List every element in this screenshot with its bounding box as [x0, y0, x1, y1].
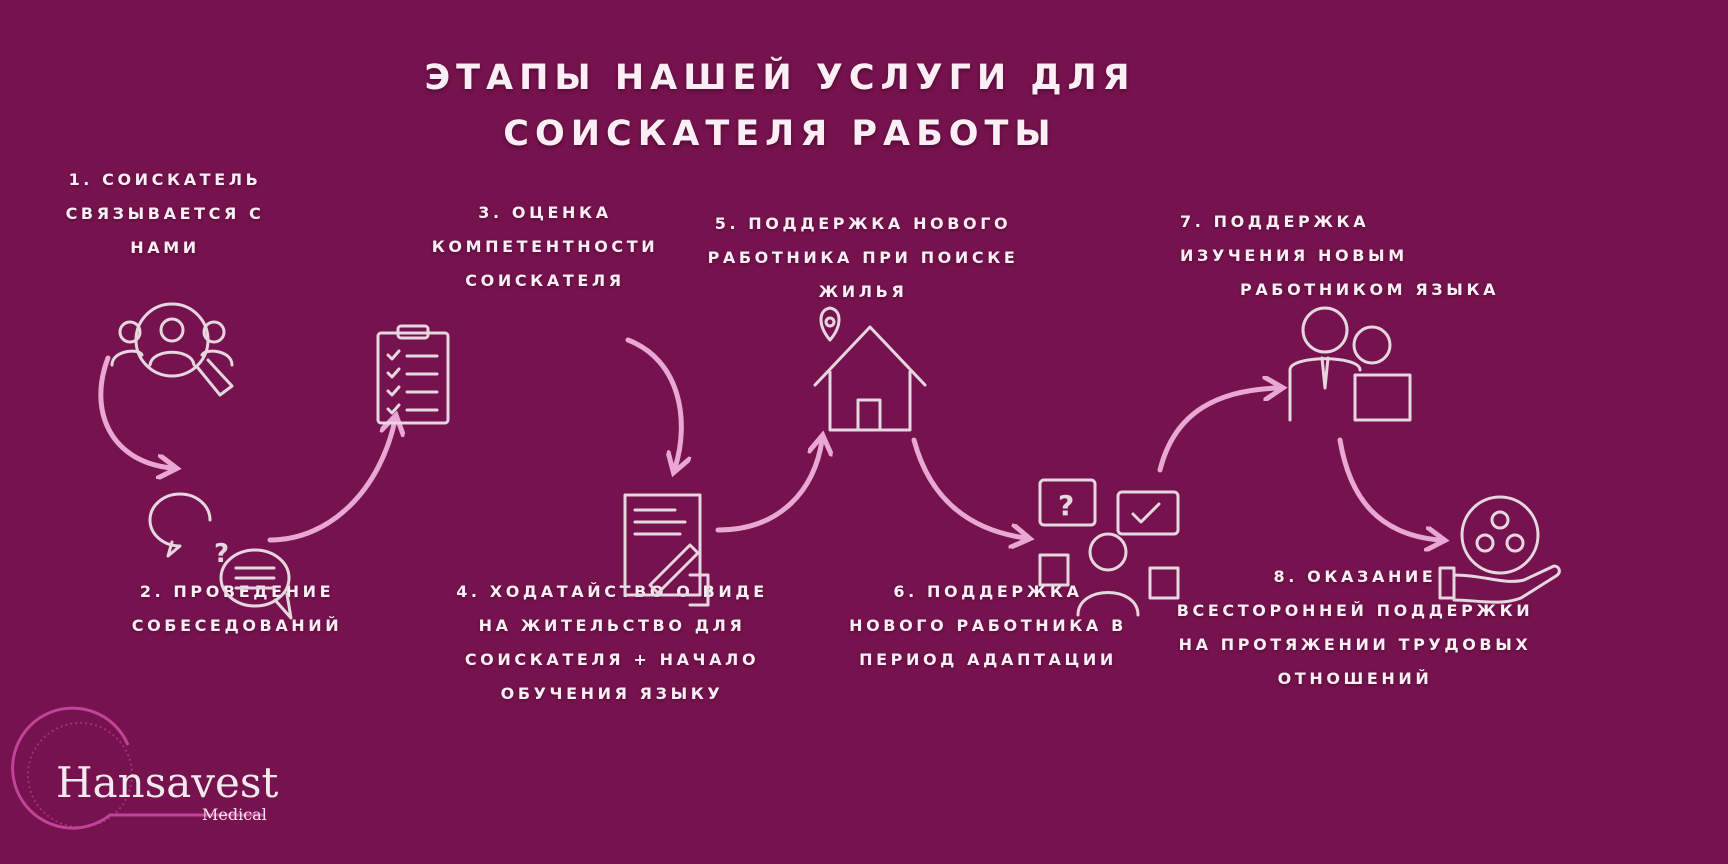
step-1-line: НАМИ — [130, 238, 200, 257]
house-location-icon — [813, 306, 927, 432]
logo-mark — [11, 706, 265, 830]
person-questions-icon: ? — [1038, 478, 1180, 617]
step-7-line: 7. ПОДДЕРЖКА — [1180, 212, 1370, 231]
step-2-line: СОБЕСЕДОВАНИЙ — [131, 616, 343, 635]
step-7-line: РАБОТНИКОМ ЯЗЫКА — [1240, 280, 1500, 299]
arrow-4-5 — [715, 440, 822, 533]
arrow-1-2 — [98, 355, 172, 468]
step-8-line: ОТНОШЕНИЙ — [1277, 669, 1433, 688]
step-1-label: 1. СОИСКАТЕЛЬ СВЯЗЫВАЕТСЯ С НАМИ — [66, 163, 265, 265]
arrow-2-3 — [267, 420, 395, 543]
step-7-line: ИЗУЧЕНИЯ НОВЫМ — [1180, 246, 1408, 265]
step-8-line: НА ПРОТЯЖЕНИИ ТРУДОВЫХ — [1178, 635, 1532, 654]
step-6-line: 6. ПОДДЕРЖКА — [893, 582, 1083, 601]
step-6-label: 6. ПОДДЕРЖКА НОВОГО РАБОТНИКА В ПЕРИОД А… — [849, 575, 1127, 677]
step-6-line: ПЕРИОД АДАПТАЦИИ — [859, 650, 1117, 669]
step-4-line: СОИСКАТЕЛЯ + НАЧАЛО — [464, 650, 760, 669]
step-3-line: 3. ОЦЕНКА — [478, 203, 612, 222]
hand-support-group-icon — [1438, 495, 1561, 604]
step-5-line: ЖИЛЬЯ — [818, 282, 908, 301]
step-3-line: КОМПЕТЕНТНОСТИ — [431, 237, 659, 256]
svg-text:?: ? — [1058, 489, 1074, 522]
arrow-5-6 — [911, 437, 1025, 538]
logo-name: Hansavest — [56, 758, 279, 807]
step-5-label: 5. ПОДДЕРЖКА НОВОГО РАБОТНИКА ПРИ ПОИСКЕ… — [708, 207, 1019, 309]
step-8-line: 8. ОКАЗАНИЕ — [1273, 567, 1437, 586]
title-line-1: ЭТАПЫ НАШЕЙ УСЛУГИ ДЛЯ — [424, 58, 1136, 98]
step-4-line: НА ЖИТЕЛЬСТВО ДЛЯ — [478, 616, 746, 635]
step-3-label: 3. ОЦЕНКА КОМПЕТЕНТНОСТИ СОИСКАТЕЛЯ — [432, 196, 659, 298]
teacher-student-icon — [1288, 306, 1412, 422]
clipboard-checklist-icon — [376, 324, 450, 425]
step-5-line: 5. ПОДДЕРЖКА НОВОГО — [714, 214, 1012, 233]
step-1-line: 1. СОИСКАТЕЛЬ — [68, 170, 262, 189]
search-person-icon — [110, 302, 234, 397]
step-8-label: 8. ОКАЗАНИЕ ВСЕСТОРОННЕЙ ПОДДЕРЖКИ НА ПР… — [1177, 560, 1534, 696]
svg-text:?: ? — [214, 539, 229, 569]
logo-sub: Medical — [202, 805, 267, 824]
step-6-line: НОВОГО РАБОТНИКА В — [849, 616, 1127, 635]
chat-bubbles-icon: ? — [148, 492, 293, 620]
title-line-2: СОИСКАТЕЛЯ РАБОТЫ — [503, 114, 1057, 154]
step-1-line: СВЯЗЫВАЕТСЯ С — [65, 204, 265, 223]
step-3-line: СОИСКАТЕЛЯ — [465, 271, 625, 290]
arrow-3-4 — [625, 337, 681, 468]
arrow-7-8 — [1337, 437, 1440, 540]
arrow-6-7 — [1157, 388, 1278, 473]
step-4-line: ОБУЧЕНИЯ ЯЗЫКУ — [500, 684, 724, 703]
document-signing-icon — [623, 493, 710, 607]
step-8-line: ВСЕСТОРОННЕЙ ПОДДЕРЖКИ — [1176, 601, 1534, 620]
step-4-label: 4. ХОДАТАЙСТВО О ВИДЕ НА ЖИТЕЛЬСТВО ДЛЯ … — [456, 575, 768, 711]
step-5-line: РАБОТНИКА ПРИ ПОИСКЕ — [707, 248, 1019, 267]
